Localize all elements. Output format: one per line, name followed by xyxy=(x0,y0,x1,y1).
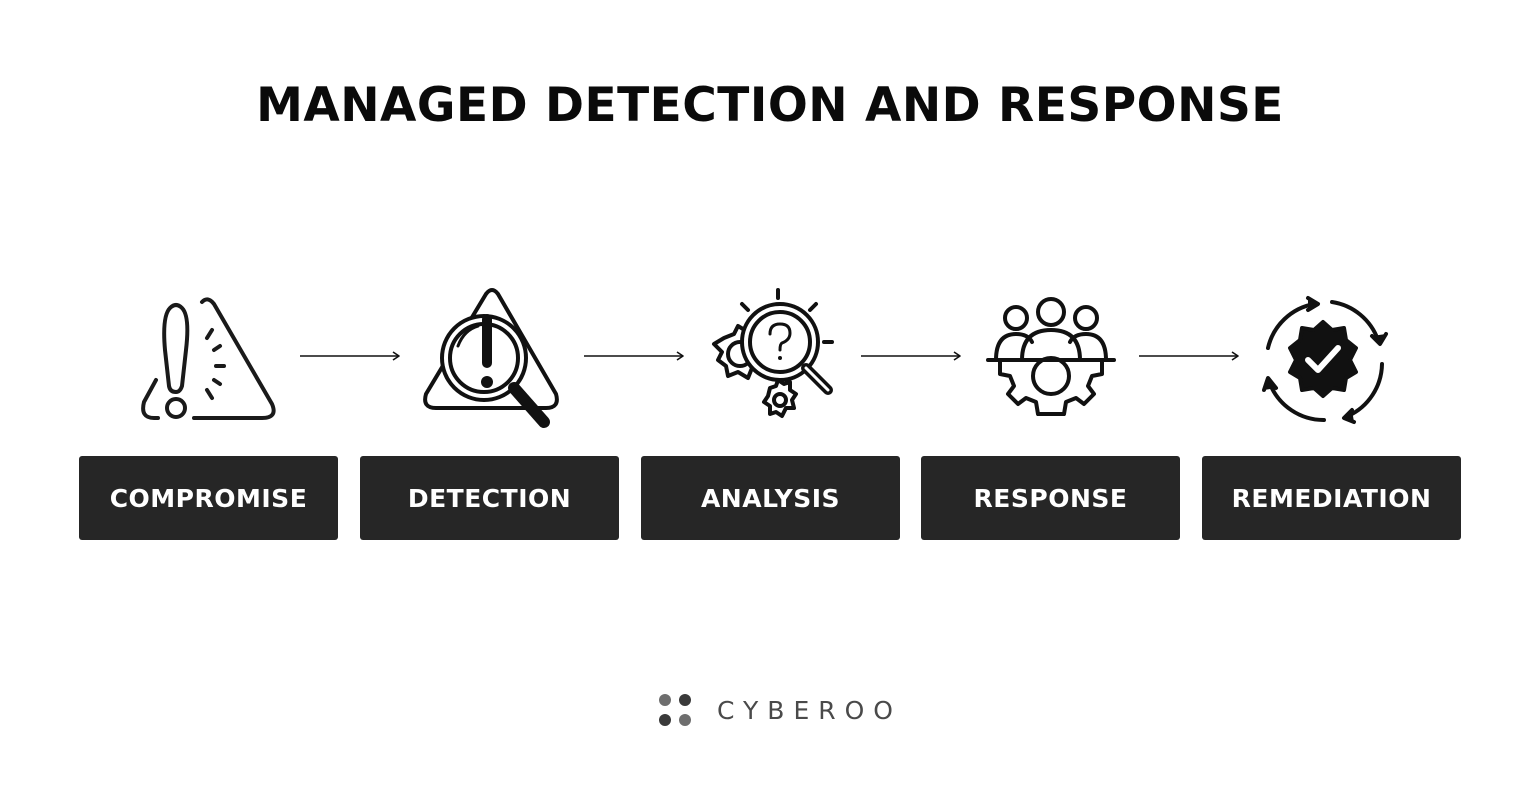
stage-label: ANALYSIS xyxy=(700,483,841,513)
brand-logo: CYBEROO xyxy=(657,692,902,728)
brand-name: CYBEROO xyxy=(717,695,902,725)
magnifier-warning-icon xyxy=(416,284,566,434)
stage-label: RESPONSE xyxy=(973,483,1128,513)
team-gear-icon xyxy=(976,290,1126,440)
page-title: MANAGED DETECTION AND RESPONSE xyxy=(256,78,1284,133)
stage-remediation: REMEDIATION xyxy=(1202,456,1461,540)
flow-arrow-4 xyxy=(1139,350,1241,362)
flow-arrow-3 xyxy=(861,350,963,362)
stage-label: COMPROMISE xyxy=(109,483,308,513)
gears-question-icon xyxy=(700,284,850,434)
alert-warning-icon xyxy=(132,290,282,440)
flow-arrow-1 xyxy=(300,350,402,362)
stage-analysis: ANALYSIS xyxy=(641,456,900,540)
four-dots-logo-icon xyxy=(659,694,691,726)
badge-check-cycle-icon xyxy=(1248,290,1398,440)
stage-label: DETECTION xyxy=(407,483,572,513)
flow-arrow-2 xyxy=(584,350,686,362)
stage-response: RESPONSE xyxy=(921,456,1180,540)
stage-compromise: COMPROMISE xyxy=(79,456,338,540)
stage-detection: DETECTION xyxy=(360,456,619,540)
stage-label: REMEDIATION xyxy=(1231,483,1432,513)
